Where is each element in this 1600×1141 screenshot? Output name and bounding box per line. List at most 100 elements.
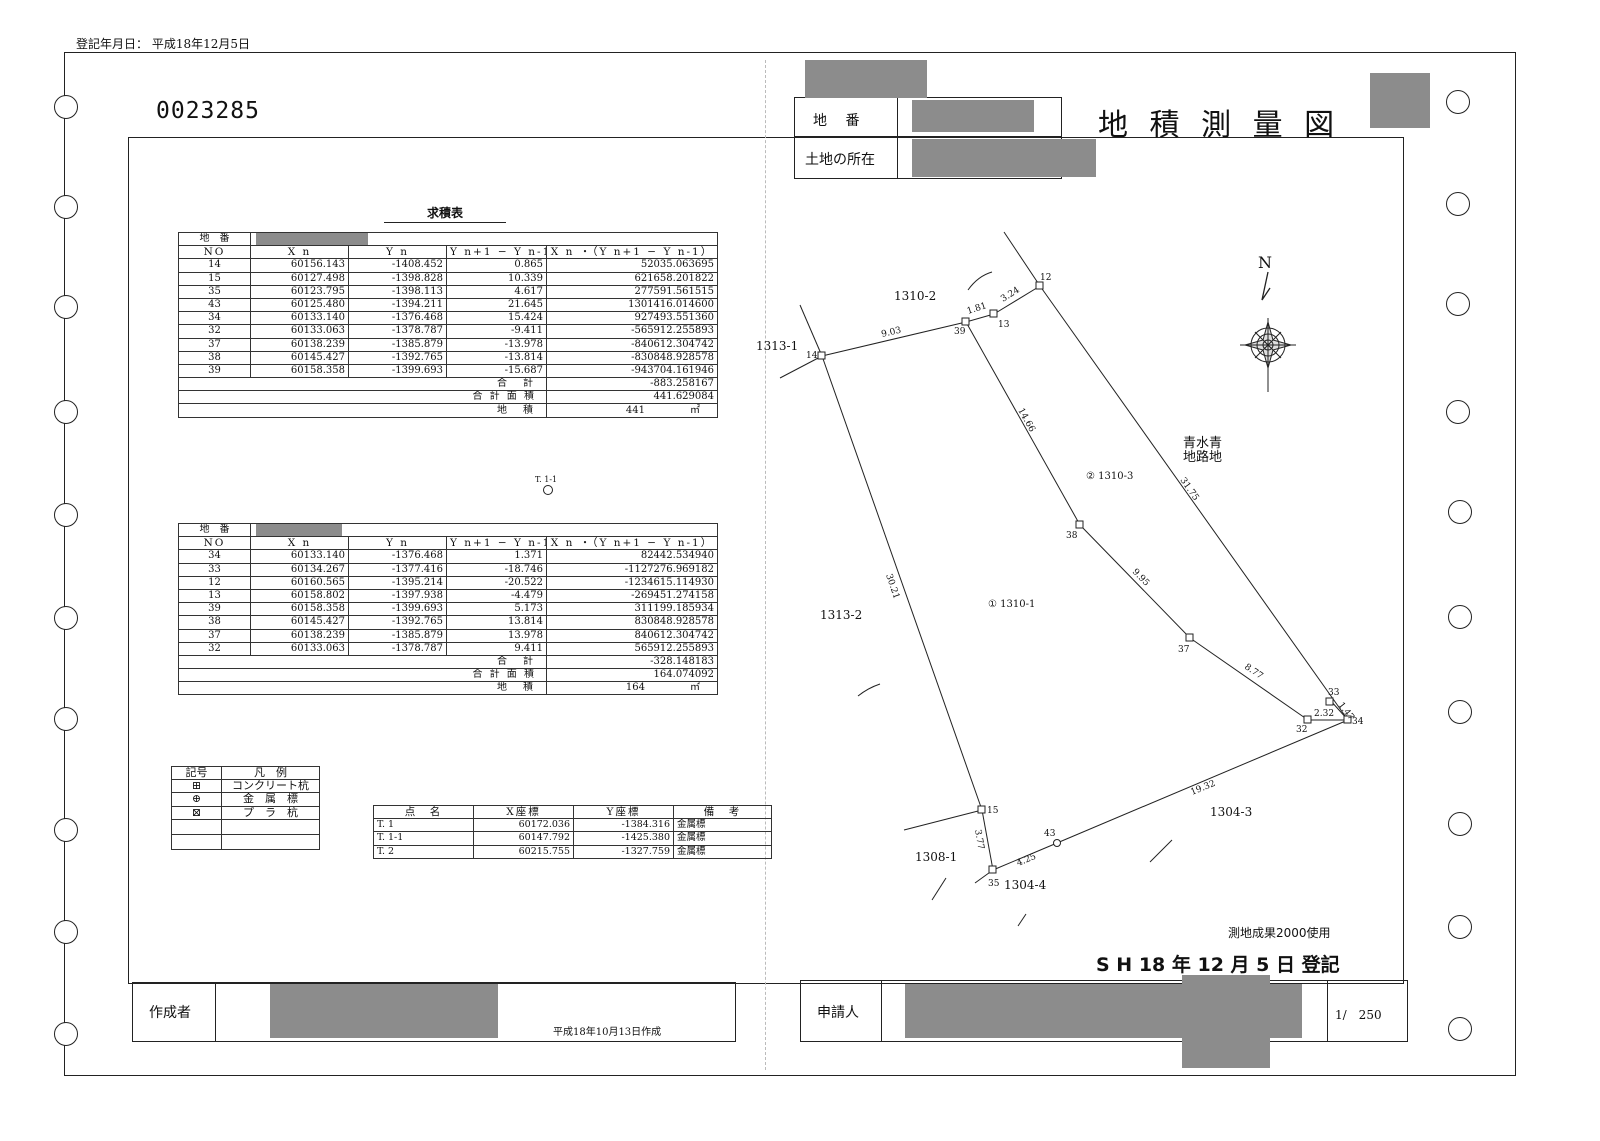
footer-author-box: 作成者 平成18年10月13日作成 bbox=[132, 982, 736, 1042]
area-unit: ㎡ bbox=[690, 404, 700, 416]
lot-1-label: ① 1310-1 bbox=[988, 599, 1035, 610]
binder-hole bbox=[1448, 605, 1472, 629]
metal-marker-icon bbox=[1053, 839, 1061, 847]
sketch-stroke bbox=[1149, 839, 1173, 863]
binder-hole bbox=[1448, 500, 1472, 524]
distance-label: 31.75 bbox=[1178, 476, 1201, 503]
boundary-line bbox=[1056, 719, 1349, 844]
boundary-lines bbox=[779, 231, 1349, 927]
binder-hole bbox=[1446, 400, 1470, 424]
point-label: 38 bbox=[1066, 531, 1078, 541]
lot-label: 1304-3 bbox=[1210, 805, 1252, 819]
north-arrow-icon: N bbox=[1240, 253, 1296, 392]
point-label: 13 bbox=[998, 320, 1010, 330]
chiban-label: 地 番 bbox=[813, 113, 860, 129]
binder-hole bbox=[1446, 292, 1470, 316]
binder-hole bbox=[1448, 1017, 1472, 1041]
area-unit: ㎡ bbox=[690, 682, 700, 694]
chiseki-label: 地 積 bbox=[178, 681, 547, 696]
boundary-line bbox=[1003, 231, 1041, 287]
distance-labels: 9.03 1.81 3.24 14.66 31.75 30.21 9.95 8.… bbox=[880, 285, 1356, 868]
point-labels: 12 13 14 15 32 33 34 35 37 38 39 43 bbox=[806, 273, 1364, 889]
plastic-stake-icon bbox=[977, 805, 986, 814]
applicant-label: 申請人 bbox=[817, 1005, 859, 1021]
calc-table-title: 求積表 bbox=[384, 204, 506, 223]
boundary-line bbox=[779, 355, 823, 379]
point-label: 15 bbox=[987, 806, 999, 816]
boundary-line bbox=[992, 842, 1058, 871]
boundary-line bbox=[965, 321, 1081, 526]
binder-hole bbox=[54, 1022, 78, 1046]
binder-hole bbox=[1446, 90, 1470, 114]
distance-label: 14.66 bbox=[1015, 407, 1036, 435]
lot-label: 1313-2 bbox=[820, 608, 862, 622]
chiseki-label: 地 積 bbox=[178, 403, 547, 418]
north-label: N bbox=[1258, 253, 1272, 272]
concrete-stake-icon bbox=[1185, 633, 1194, 642]
binder-hole bbox=[54, 295, 78, 319]
registration-stamp: S H 18 年 12 月 5 日 登記 bbox=[1096, 954, 1340, 976]
binder-hole bbox=[54, 503, 78, 527]
lot-label: 1308-1 bbox=[915, 850, 957, 864]
lot-labels: 1310-2 1313-1 1313-2 1308-1 1304-3 1304-… bbox=[756, 289, 1252, 892]
area-calc-table-2: 地 番 NO X n Y n Y n+1 − Y n-1 X n ・（Y n+1… bbox=[178, 522, 718, 696]
concrete-stake-icon bbox=[1303, 715, 1312, 724]
distance-label: 8.77 bbox=[1242, 662, 1264, 682]
point-label: 34 bbox=[1352, 717, 1364, 727]
binder-hole bbox=[54, 920, 78, 944]
plastic-stake-icon bbox=[989, 309, 998, 318]
binder-hole bbox=[54, 400, 78, 424]
binder-hole bbox=[54, 707, 78, 731]
redaction bbox=[256, 524, 342, 536]
distance-label: 9.03 bbox=[880, 326, 902, 340]
footer-divider bbox=[881, 981, 882, 1041]
header-info-box: 地 番 土地の所在 bbox=[794, 97, 1062, 179]
registration-date: 登記年月日： 平成18年12月5日 bbox=[76, 37, 250, 51]
sheet-frame bbox=[64, 52, 1516, 1076]
plastic-stake-icon bbox=[1035, 281, 1044, 290]
boundary-line bbox=[993, 285, 1041, 315]
header-col-divider bbox=[897, 98, 898, 178]
plastic-stake-icon: ⊠ bbox=[171, 805, 222, 820]
area-calc-table-1: 地 番 NO X n Y n Y n+1 − Y n-1 X n ・（Y n+1… bbox=[178, 231, 718, 418]
fold-line bbox=[765, 60, 766, 1070]
lot-2-label: ② 1310-3 bbox=[1086, 471, 1133, 482]
legend-table: 記号 凡 例 ⊞ コンクリート杭 ⊕ 金 属 標 ⊠ プ ラ 杭 bbox=[171, 765, 320, 850]
benchmark-point-marker bbox=[543, 485, 553, 495]
compass-diagonal bbox=[1254, 331, 1282, 359]
redaction bbox=[1182, 975, 1270, 1068]
boundary-line bbox=[1189, 637, 1309, 721]
point-label: 35 bbox=[988, 879, 1000, 889]
north-arrow-stroke bbox=[1261, 271, 1271, 301]
table-cell: -1327.759 bbox=[573, 844, 674, 859]
plastic-stake-icon bbox=[988, 865, 997, 874]
distance-label: 4.25 bbox=[1015, 852, 1038, 869]
sketch-stroke bbox=[931, 877, 947, 901]
footer-applicant-box: 申請人 1/ 250 bbox=[800, 980, 1408, 1042]
boundary-line bbox=[1039, 285, 1349, 721]
redaction bbox=[912, 139, 1096, 177]
binder-hole bbox=[54, 818, 78, 842]
binder-hole bbox=[54, 606, 78, 630]
drawing-frame bbox=[128, 137, 1404, 984]
point-label: 43 bbox=[1044, 829, 1056, 839]
lot-label: 1310-2 bbox=[894, 289, 936, 303]
distance-label: 2.32 bbox=[1314, 709, 1334, 719]
created-date: 平成18年10月13日作成 bbox=[553, 1027, 662, 1038]
author-label: 作成者 bbox=[149, 1005, 191, 1021]
boundary-line bbox=[1079, 524, 1191, 639]
boundary-line bbox=[821, 321, 967, 357]
concrete-stake-icon bbox=[1075, 520, 1084, 529]
distance-label: 1.81 bbox=[966, 301, 988, 317]
distance-label: 9.95 bbox=[1130, 567, 1151, 589]
chiseki-value: 441 bbox=[625, 404, 645, 416]
road-label: 青水青 bbox=[1183, 436, 1222, 451]
boundary-stakes bbox=[817, 281, 1352, 874]
